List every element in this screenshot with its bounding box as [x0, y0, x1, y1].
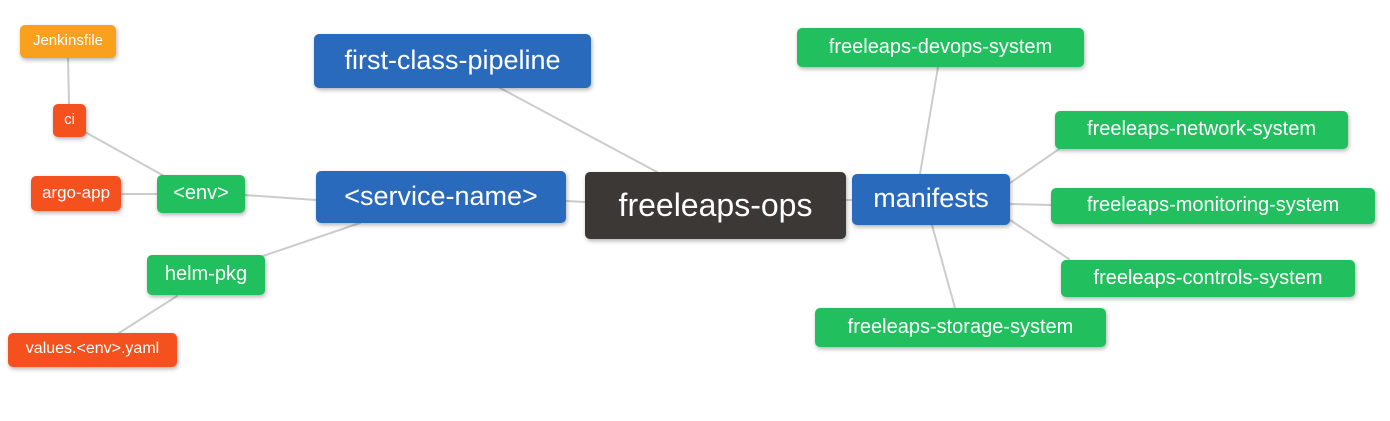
edge-manifests-to-freeleaps-storage-system: [931, 224, 956, 309]
node-jenkinsfile[interactable]: Jenkinsfile: [20, 25, 116, 58]
node-freeleaps-monitoring-system[interactable]: freeleaps-monitoring-system: [1051, 188, 1375, 224]
edge-manifests-to-freeleaps-devops-system: [919, 66, 939, 175]
node-argo-app[interactable]: argo-app: [31, 176, 121, 211]
edge-helm-pkg-to-service-name: [262, 222, 361, 257]
edge-service-name-to-freeleaps-ops: [565, 200, 586, 203]
node-freeleaps-controls-system[interactable]: freeleaps-controls-system: [1061, 260, 1355, 297]
node-manifests[interactable]: manifests: [852, 174, 1010, 225]
node-values-env-yaml[interactable]: values.<env>.yaml: [8, 333, 177, 367]
node-ci[interactable]: ci: [53, 104, 86, 137]
edge-ci-to-env: [84, 131, 167, 178]
edge-manifests-to-freeleaps-network-system: [1009, 146, 1063, 184]
node-freeleaps-storage-system[interactable]: freeleaps-storage-system: [815, 308, 1106, 347]
edge-jenkinsfile-to-ci: [67, 57, 70, 105]
node-env[interactable]: <env>: [157, 175, 245, 213]
edge-values-env-yaml-to-helm-pkg: [118, 295, 178, 334]
node-service-name[interactable]: <service-name>: [316, 171, 566, 223]
node-freeleaps-devops-system[interactable]: freeleaps-devops-system: [797, 28, 1084, 67]
edge-manifests-to-freeleaps-controls-system: [1009, 219, 1070, 260]
edge-env-to-service-name: [244, 194, 317, 201]
edge-first-class-pipeline-to-freeleaps-ops: [499, 87, 658, 173]
node-first-class-pipeline[interactable]: first-class-pipeline: [314, 34, 591, 88]
edge-manifests-to-freeleaps-monitoring-system: [1009, 203, 1052, 206]
node-freeleaps-network-system[interactable]: freeleaps-network-system: [1055, 111, 1348, 149]
node-helm-pkg[interactable]: helm-pkg: [147, 255, 265, 295]
node-freeleaps-ops[interactable]: freeleaps-ops: [585, 172, 846, 239]
